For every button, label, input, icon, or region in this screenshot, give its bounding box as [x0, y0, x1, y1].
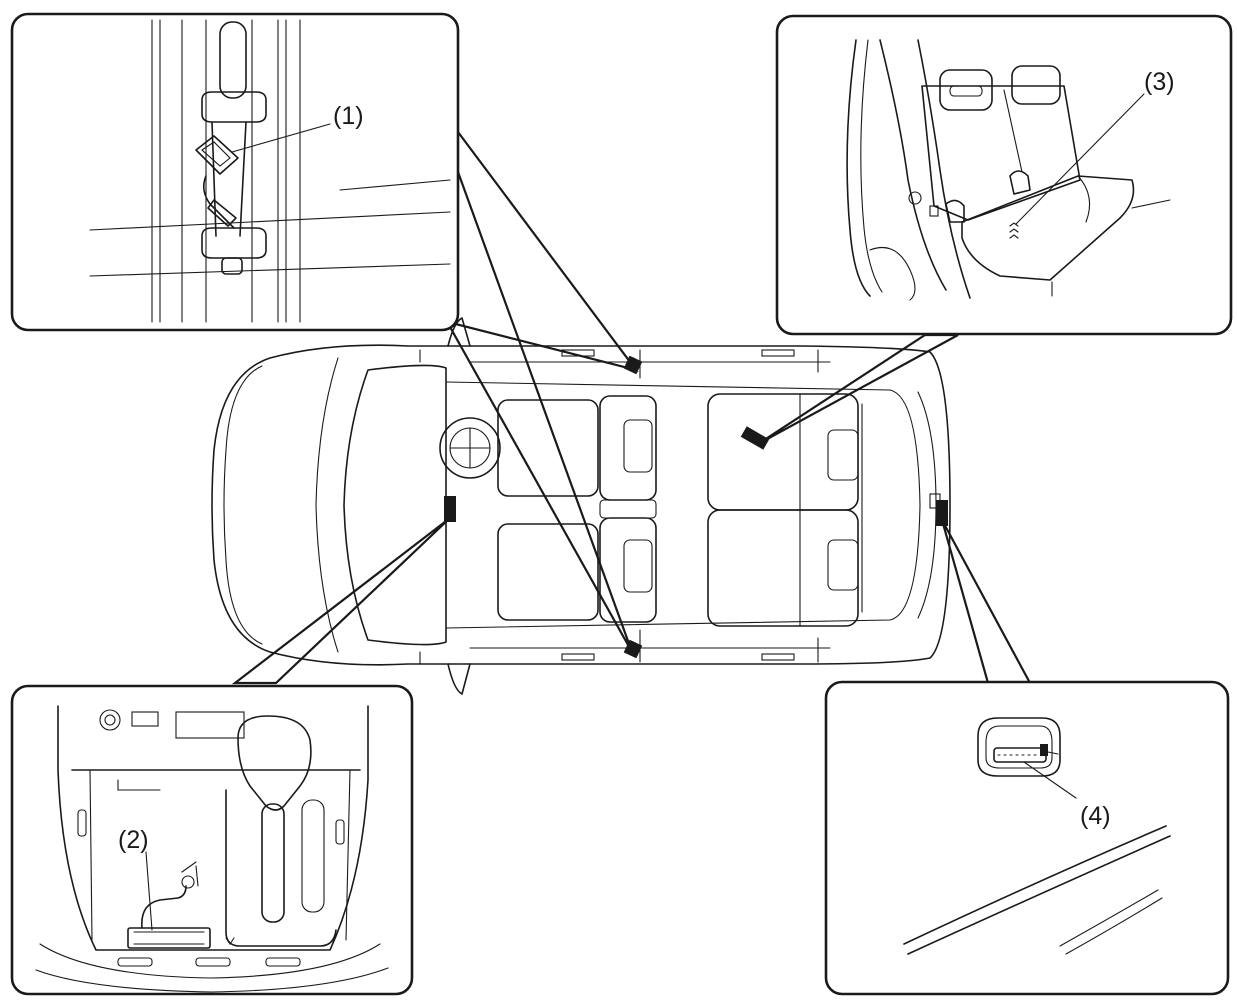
marker-4 — [936, 500, 948, 526]
callout-label-3: (3) — [1144, 68, 1175, 96]
marker-3 — [740, 426, 770, 450]
leader-callout-1 — [231, 123, 331, 153]
leader-callout-2 — [145, 851, 153, 931]
marker-1-upper — [623, 355, 643, 375]
vehicle-top-view — [211, 317, 951, 695]
leader-callout-3 — [1015, 93, 1145, 225]
leader-1-bottom — [443, 171, 634, 653]
leader-4 — [940, 519, 1032, 685]
detail-panel-3: (3) — [775, 14, 1233, 336]
detail-panel-4: (4) — [824, 680, 1230, 996]
marker-2 — [444, 496, 456, 522]
callout-label-1: (1) — [333, 102, 364, 130]
detail-panel-2: (2) — [10, 684, 414, 996]
leader-2 — [231, 517, 451, 685]
detail-panel-1: (1) — [10, 12, 460, 332]
leader-callout-4 — [1023, 761, 1077, 799]
marker-1-lower — [623, 639, 643, 659]
leader-1-top — [430, 129, 639, 372]
callout-label-4: (4) — [1080, 802, 1111, 830]
callout-label-2: (2) — [118, 826, 149, 854]
